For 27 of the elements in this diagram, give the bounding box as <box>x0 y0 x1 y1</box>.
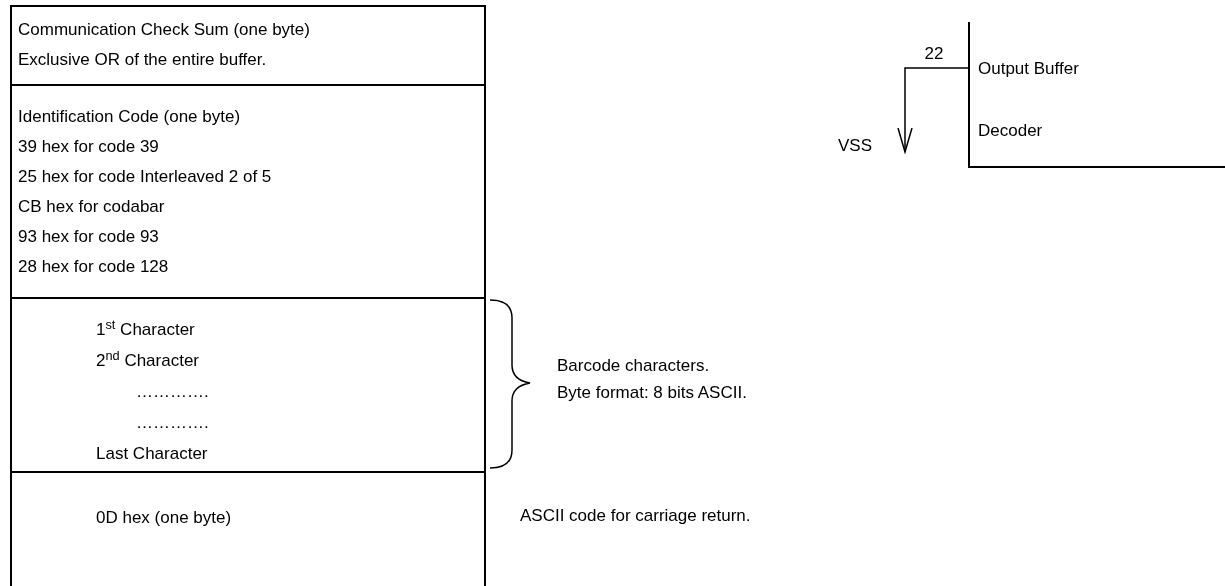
text-line: 93 hex for code 93 <box>18 226 159 248</box>
text-line: 39 hex for code 39 <box>18 136 159 158</box>
chip-block <box>968 22 1225 168</box>
text-line: …………. <box>136 381 209 403</box>
edge-label: 22 <box>924 44 944 64</box>
text-line: …………. <box>136 412 209 434</box>
text-line: 25 hex for code Interleaved 2 of 5 <box>18 166 272 188</box>
text-line: Output Buffer <box>978 58 1079 80</box>
annotation-text: Byte format: 8 bits ASCII. <box>557 382 747 404</box>
text-line: CB hex for codabar <box>18 196 165 218</box>
text-line: Identification Code (one byte) <box>18 106 241 128</box>
text-line: Exclusive OR of the entire buffer. <box>18 49 267 71</box>
annotation-text: ASCII code for carriage return. <box>520 505 751 527</box>
text-line: Last Character <box>96 443 208 465</box>
text-line: Communication Check Sum (one byte) <box>18 19 310 41</box>
text-line: Decoder <box>978 120 1043 142</box>
arrow <box>897 67 969 153</box>
annotation-text: Barcode characters. <box>557 355 710 377</box>
text-line: 28 hex for code 128 <box>18 256 169 278</box>
table-row <box>10 471 486 586</box>
table-row <box>10 5 486 84</box>
text-line: 1$^{st}$ Character <box>96 315 195 341</box>
table-row <box>10 84 486 297</box>
text-line: VSS <box>838 135 873 157</box>
text-line: 0D hex (one byte) <box>96 507 232 529</box>
table-row <box>10 297 486 471</box>
text-line: 2$^{nd}$ Character <box>96 346 200 372</box>
